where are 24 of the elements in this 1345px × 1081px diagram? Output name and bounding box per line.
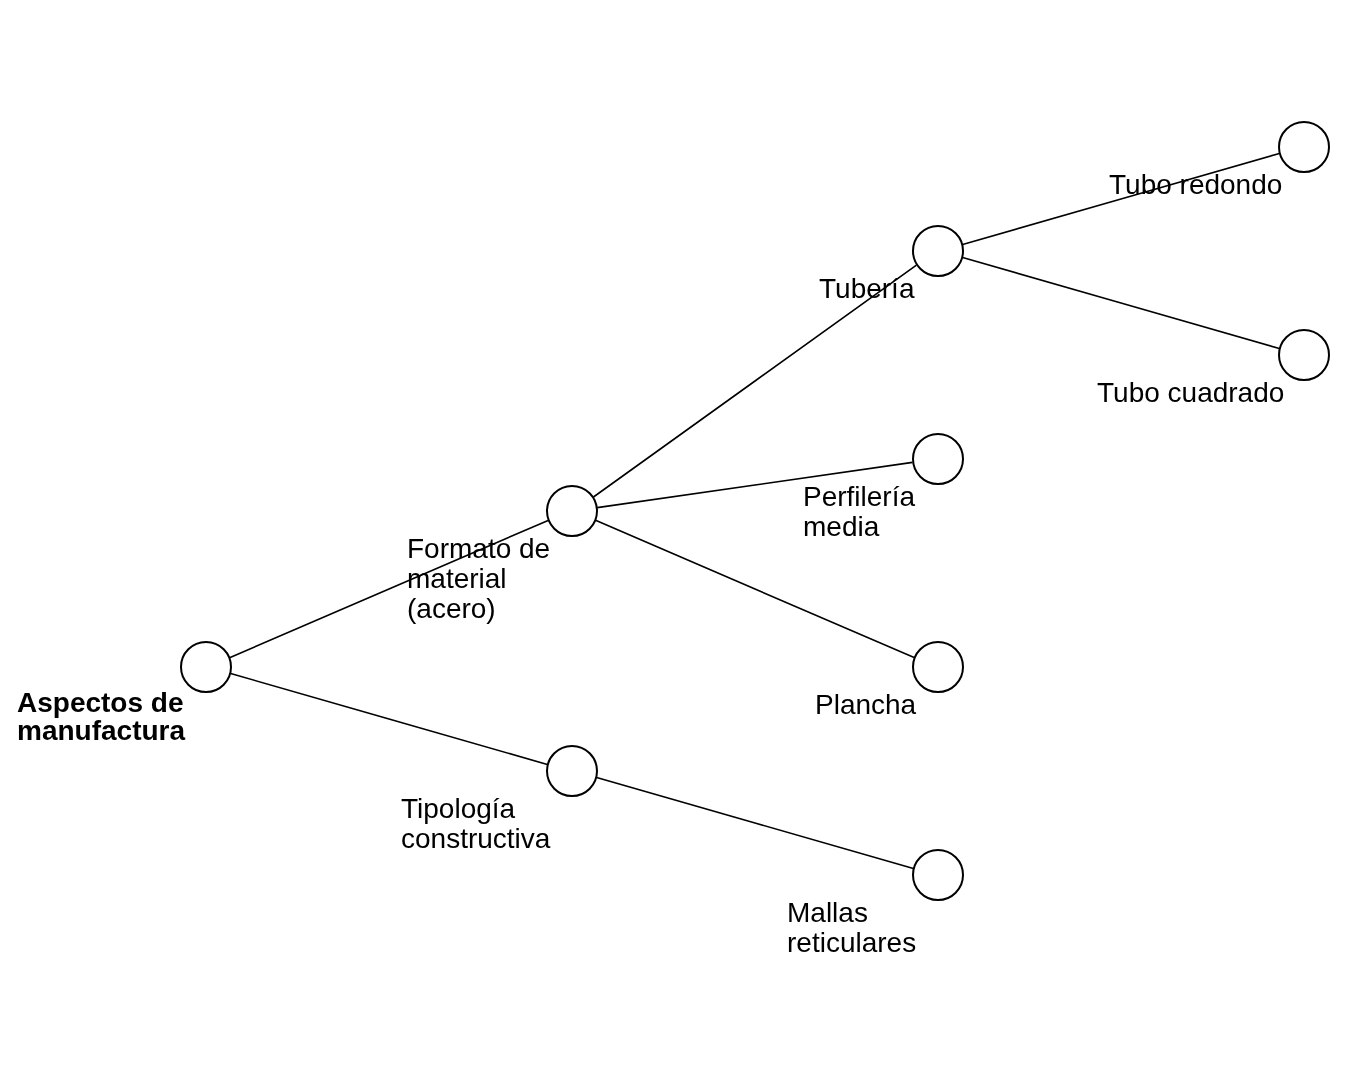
connector xyxy=(595,461,913,508)
node-circle xyxy=(911,224,964,277)
node-circle xyxy=(911,640,964,693)
node-label: Aspectos de manufactura xyxy=(16,686,185,746)
node-circle xyxy=(911,432,964,485)
node-circle xyxy=(545,744,598,797)
node-circle xyxy=(1277,328,1330,381)
connector xyxy=(594,519,915,658)
node-label: Tubo redondo xyxy=(1108,168,1282,200)
connector xyxy=(595,776,914,869)
connector xyxy=(961,256,1280,349)
node-label: Mallas reticulares xyxy=(786,896,916,958)
node-circle xyxy=(911,848,964,901)
connector xyxy=(228,519,549,658)
node-label: Plancha xyxy=(814,688,916,720)
connector xyxy=(961,152,1280,245)
node-label: Perfilería media xyxy=(802,480,915,542)
node-circle xyxy=(179,640,232,693)
node-label: Tubo cuadrado xyxy=(1096,376,1284,408)
node-circle xyxy=(1277,120,1330,173)
connector xyxy=(229,672,548,765)
node-label: Tipología constructiva xyxy=(400,792,550,854)
node-circle xyxy=(545,484,598,537)
connector xyxy=(592,263,917,498)
